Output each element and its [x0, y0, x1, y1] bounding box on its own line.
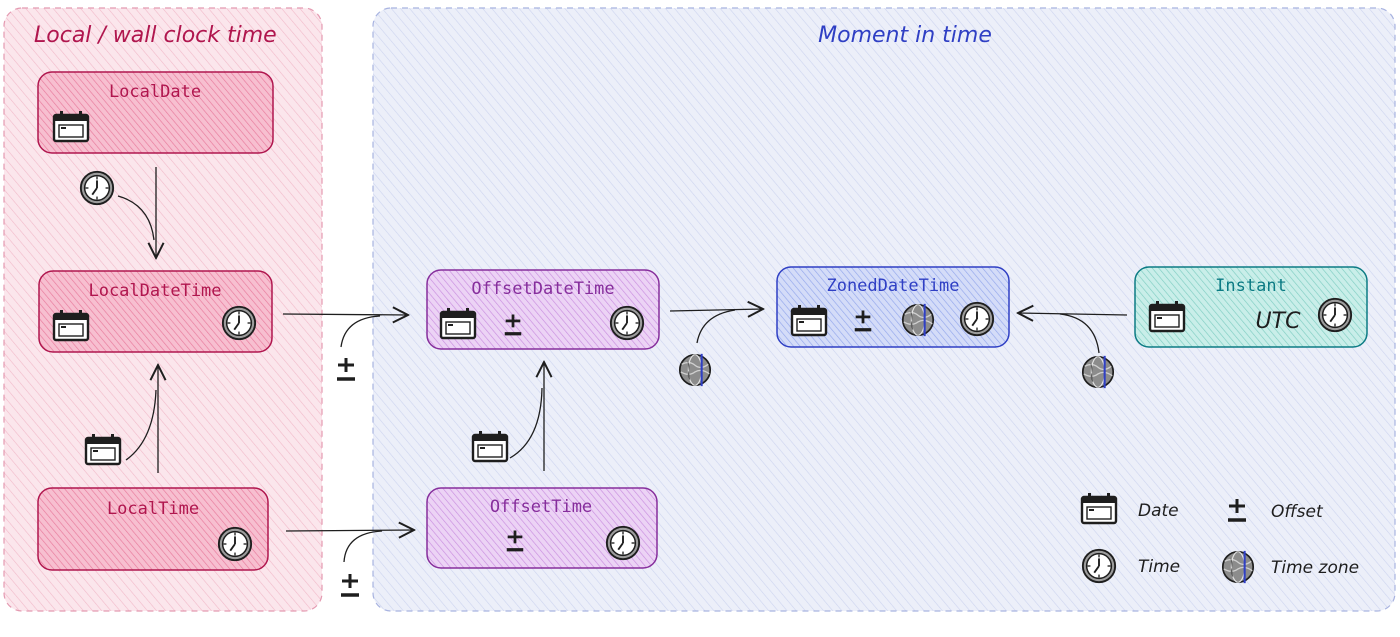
node-zoneddatetime: ZonedDateTime: [776, 266, 1010, 348]
group-local-title: Local / wall clock time: [34, 23, 277, 48]
plus-minus-icon: [339, 572, 361, 597]
node-zoneddatetime-label: ZonedDateTime: [826, 276, 959, 296]
legend-time-label: Time: [1138, 557, 1180, 577]
node-localdatetime-label: LocalDateTime: [88, 281, 221, 301]
calendar-icon: [439, 307, 477, 340]
calendar-icon: [84, 433, 122, 466]
calendar-icon: [790, 304, 828, 337]
connectors: [117, 167, 1128, 563]
node-localtime-label: LocalTime: [107, 499, 199, 519]
node-instant-label: Instant: [1215, 276, 1287, 296]
clock-icon: [1081, 548, 1117, 584]
node-localdate-label: LocalDate: [109, 82, 201, 102]
calendar-icon: [1148, 300, 1186, 333]
legend: Date Offset Time Time zone: [1080, 492, 1359, 585]
legend-date-label: Date: [1138, 501, 1179, 521]
clock-icon: [1317, 297, 1353, 333]
node-offsettime: OffsetTime: [426, 487, 658, 569]
clock-icon: [79, 170, 115, 206]
clock-icon: [609, 305, 645, 341]
branch-date-to-localdatetime: [125, 389, 157, 461]
globe-icon: [1221, 549, 1255, 585]
group-moment-title: Moment in time: [818, 23, 992, 48]
arrow-localtime-to-offsettime: [285, 530, 414, 531]
node-offsetdatetime-label: OffsetDateTime: [471, 279, 614, 299]
clock-icon: [959, 301, 995, 337]
legend-offset-label: Offset: [1271, 502, 1324, 522]
calendar-icon: [471, 430, 509, 463]
node-instant-utc: UTC: [1256, 309, 1302, 334]
node-offsettime-label: OffsetTime: [490, 497, 592, 517]
branch-offset-to-offsetdatetime: [340, 315, 381, 348]
branch-zone-to-zoneddatetime-instant: [1059, 313, 1100, 354]
node-instant: Instant UTC: [1134, 266, 1368, 348]
globe-icon: [901, 302, 935, 338]
clock-icon: [221, 305, 257, 341]
node-offsetdatetime: OffsetDateTime: [426, 269, 660, 350]
node-localtime: LocalTime: [37, 487, 269, 571]
branch-zone-to-zoneddatetime: [696, 309, 736, 344]
calendar-icon: [1080, 492, 1118, 525]
globe-icon: [678, 352, 712, 388]
clock-icon: [217, 526, 253, 562]
arrow-instant-to-zoneddatetime: [1018, 313, 1128, 315]
plus-minus-icon: [335, 356, 357, 381]
branch-offset-to-offsettime: [343, 530, 383, 563]
globe-icon: [1081, 354, 1115, 390]
clock-icon: [605, 525, 641, 561]
arrow-offsetdatetime-to-zoneddatetime: [669, 309, 763, 311]
legend-timezone-label: Time zone: [1271, 558, 1359, 578]
branch-date-to-offsetdatetime: [509, 387, 543, 459]
node-localdatetime: LocalDateTime: [38, 270, 273, 353]
arrow-localdatetime-to-offsetdatetime: [282, 314, 408, 315]
calendar-icon: [52, 309, 90, 342]
node-localdate: LocalDate: [37, 71, 274, 154]
branch-time-to-localdatetime: [117, 195, 155, 241]
calendar-icon: [52, 110, 90, 143]
